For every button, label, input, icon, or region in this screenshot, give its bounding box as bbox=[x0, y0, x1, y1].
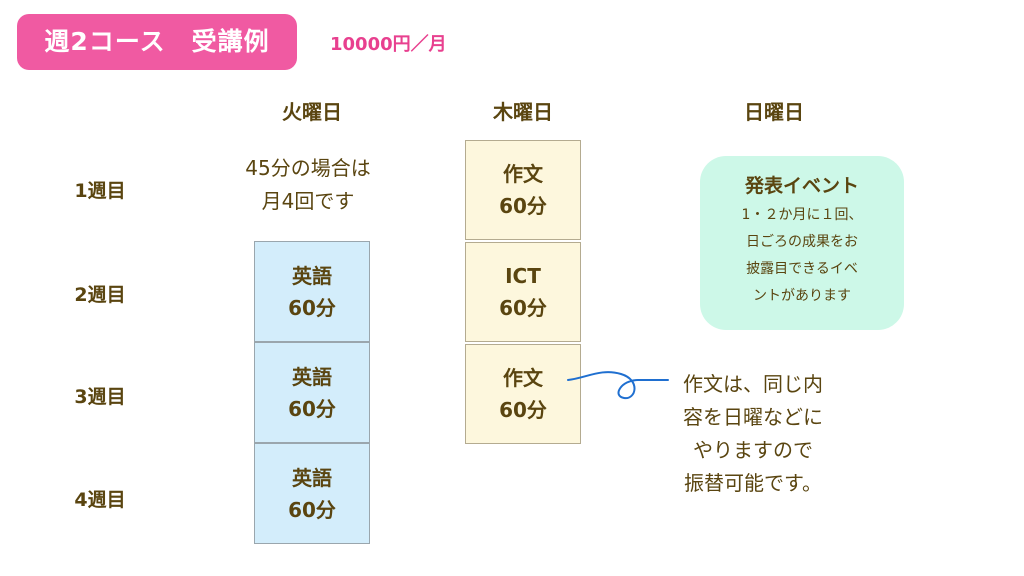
cell-duration: 60分 bbox=[499, 398, 547, 422]
event-line: 1・２か月に１回、 bbox=[741, 207, 863, 223]
thursday-week1-cell: 作文 60分 bbox=[465, 140, 581, 240]
thursday-week3-cell: 作文 60分 bbox=[465, 344, 581, 444]
thursday-week2-cell: ICT 60分 bbox=[465, 242, 581, 342]
composition-note-line: 作文は、同じ内 bbox=[683, 372, 823, 396]
day-header-tuesday: 火曜日 bbox=[282, 100, 342, 124]
cell-subject: 英語 bbox=[292, 263, 332, 288]
cell-subject: 作文 bbox=[503, 366, 543, 390]
event-line: 披露目できるイベ bbox=[746, 261, 858, 277]
tuesday-note: 45分の場合は 月4回です bbox=[218, 152, 398, 218]
event-description: 1・２か月に１回、 日ごろの成果をお 披露目できるイベ ントがあります bbox=[700, 202, 904, 310]
cell-duration: 60分 bbox=[499, 194, 547, 218]
cell-duration: 60分 bbox=[288, 497, 336, 522]
week-label-1: 1週目 bbox=[74, 180, 126, 202]
tuesday-note-line: 45分の場合は bbox=[245, 156, 371, 180]
event-title: 発表イベント bbox=[744, 175, 859, 197]
cell-subject: ICT bbox=[505, 264, 541, 288]
event-line: ントがあります bbox=[753, 288, 851, 304]
cell-subject: 英語 bbox=[292, 364, 332, 389]
week-label-3: 3週目 bbox=[74, 386, 126, 408]
week-label-4: 4週目 bbox=[74, 489, 126, 511]
tuesday-week4-cell: 英語 60分 bbox=[254, 443, 370, 544]
composition-note-line: 容を日曜などに bbox=[683, 405, 823, 429]
course-title: 週2コース 受講例 bbox=[44, 27, 270, 56]
composition-note: 作文は、同じ内 容を日曜などに やりますので 振替可能です。 bbox=[668, 368, 838, 500]
day-header-thursday: 木曜日 bbox=[493, 100, 553, 124]
price-label: 10000円／月 bbox=[330, 34, 447, 55]
composition-note-line: 振替可能です。 bbox=[684, 471, 822, 495]
connector-line bbox=[567, 371, 669, 400]
week-label-2: 2週目 bbox=[74, 284, 126, 306]
cell-duration: 60分 bbox=[288, 396, 336, 421]
tuesday-week2-cell: 英語 60分 bbox=[254, 241, 370, 342]
cell-subject: 作文 bbox=[503, 162, 543, 186]
event-box: 発表イベント 1・２か月に１回、 日ごろの成果をお 披露目できるイベ ントがあり… bbox=[700, 156, 904, 330]
cell-duration: 60分 bbox=[499, 296, 547, 320]
cell-subject: 英語 bbox=[292, 465, 332, 490]
course-title-badge: 週2コース 受講例 bbox=[17, 14, 297, 70]
event-line: 日ごろの成果をお bbox=[746, 234, 858, 250]
day-header-sunday: 日曜日 bbox=[744, 100, 804, 124]
cell-duration: 60分 bbox=[288, 295, 336, 320]
tuesday-week3-cell: 英語 60分 bbox=[254, 342, 370, 443]
composition-note-line: やりますので bbox=[693, 438, 813, 462]
tuesday-note-line: 月4回です bbox=[261, 189, 355, 213]
